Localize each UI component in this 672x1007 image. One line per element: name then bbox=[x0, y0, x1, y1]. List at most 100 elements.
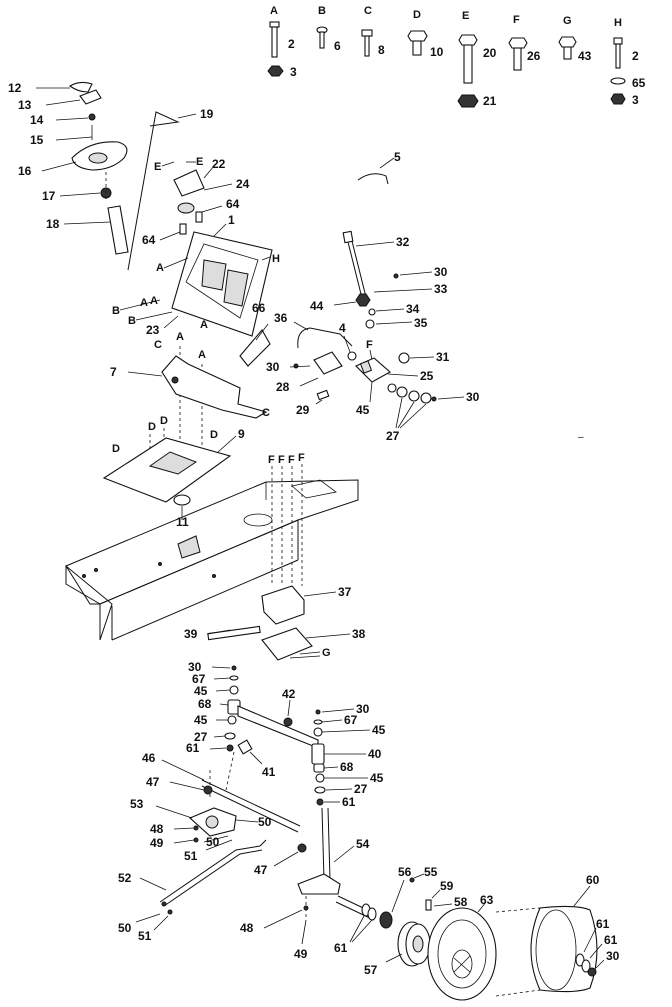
spacer-27c bbox=[314, 786, 326, 794]
letter-f-3: F bbox=[278, 454, 285, 466]
callout-45b: 45 bbox=[194, 684, 208, 698]
spacer-27b bbox=[224, 732, 236, 740]
callout-47b: 47 bbox=[254, 863, 268, 877]
callout-64a: 64 bbox=[226, 197, 240, 211]
letter-b-2: B bbox=[128, 315, 136, 327]
key-part-g-bolt: 43 bbox=[578, 49, 592, 63]
callout-23: 23 bbox=[146, 323, 160, 337]
clip-5 bbox=[357, 173, 389, 185]
callout-57: 57 bbox=[364, 963, 378, 977]
callout-47a: 47 bbox=[146, 775, 160, 789]
callout-40: 40 bbox=[368, 747, 382, 761]
valve-59 bbox=[425, 899, 432, 911]
bracket-38 bbox=[261, 627, 313, 661]
washer-h bbox=[610, 77, 626, 85]
callout-67b: 67 bbox=[344, 713, 358, 727]
bolt-h-shank bbox=[615, 43, 621, 69]
console-assembly: 19 E E 22 24 64 64 1 H A B A B A A 23 bbox=[112, 107, 280, 337]
letter-d-2: D bbox=[148, 421, 156, 433]
callout-37: 37 bbox=[338, 585, 352, 599]
link-nut bbox=[283, 717, 293, 727]
key-letter-h: H bbox=[614, 17, 622, 29]
plate-cutout bbox=[148, 451, 198, 475]
callout-45e: 45 bbox=[370, 771, 384, 785]
bolt-e-head bbox=[458, 34, 478, 46]
tie-rod-46 bbox=[201, 779, 301, 827]
key-letter-c: C bbox=[364, 5, 372, 17]
callout-24: 24 bbox=[236, 177, 250, 191]
drag-link-42 bbox=[237, 705, 319, 749]
key-part-h-bolt: 2 bbox=[632, 49, 639, 63]
callout-30a: 30 bbox=[434, 265, 448, 279]
cap-insert bbox=[79, 89, 102, 105]
letter-g: G bbox=[322, 647, 331, 659]
callout-61b: 61 bbox=[342, 795, 356, 809]
spacer-27b bbox=[408, 390, 420, 402]
callout-29: 29 bbox=[296, 403, 310, 417]
key-part-b-bolt: 6 bbox=[334, 39, 341, 53]
washer-4 bbox=[347, 351, 357, 361]
nut-47b bbox=[297, 843, 307, 853]
callout-46: 46 bbox=[142, 751, 156, 765]
bolt-d-shank bbox=[412, 40, 422, 56]
bolt-39 bbox=[207, 625, 261, 641]
key-part-e-nut: 21 bbox=[483, 94, 497, 108]
bolt-c-head bbox=[361, 29, 373, 37]
steering-shaft-sleeve bbox=[107, 205, 129, 255]
nut-47a bbox=[203, 785, 213, 795]
bolt-c-shank bbox=[364, 35, 370, 57]
frame-assembly: F F F F 37 39 38 G bbox=[65, 452, 366, 661]
letter-a-2: A bbox=[140, 297, 148, 309]
shift-rod bbox=[347, 241, 363, 299]
callout-33: 33 bbox=[434, 282, 448, 296]
shift-lever-assembly: 5 32 30 33 44 34 35 36 4 F 25 31 bbox=[266, 150, 480, 443]
callout-53: 53 bbox=[130, 797, 144, 811]
fitting-55 bbox=[409, 877, 415, 883]
callout-30c: 30 bbox=[466, 390, 480, 404]
callout-50b: 50 bbox=[206, 835, 220, 849]
bolt-h-head bbox=[613, 37, 623, 45]
letter-a-3: A bbox=[150, 295, 158, 307]
bolt-f-head bbox=[508, 37, 528, 49]
callout-9: 9 bbox=[238, 427, 245, 441]
letter-a-6: A bbox=[198, 349, 206, 361]
nut-e bbox=[457, 94, 479, 108]
pin-30a bbox=[393, 273, 399, 279]
block-insert bbox=[359, 360, 373, 374]
pin-30d bbox=[231, 665, 237, 671]
tire-60 bbox=[530, 905, 598, 993]
dash-panel-inner bbox=[185, 243, 259, 319]
callout-4: 4 bbox=[339, 321, 346, 335]
nut-h bbox=[610, 93, 626, 105]
letter-f-1: F bbox=[366, 339, 373, 351]
stray-mark: – bbox=[578, 432, 584, 443]
bolt-a-head bbox=[269, 21, 280, 28]
spacer-27a bbox=[396, 386, 408, 398]
key-letter-a: A bbox=[270, 5, 278, 17]
nut-a bbox=[267, 65, 284, 77]
letter-d-4: D bbox=[210, 429, 218, 441]
key-letter-b: B bbox=[318, 5, 326, 17]
key-letter-g: G bbox=[563, 15, 572, 27]
bolt-a-shank bbox=[271, 26, 278, 58]
callout-64b: 64 bbox=[142, 233, 156, 247]
callout-45c: 45 bbox=[194, 713, 208, 727]
pin-30c bbox=[431, 396, 437, 402]
clip-64b bbox=[179, 223, 187, 235]
callout-58: 58 bbox=[454, 895, 468, 909]
shift-block-25 bbox=[355, 357, 391, 383]
callout-30e: 30 bbox=[356, 702, 370, 716]
callout-56: 56 bbox=[398, 865, 412, 879]
letter-f-2: F bbox=[268, 454, 275, 466]
washer-34 bbox=[368, 308, 376, 316]
callout-63: 63 bbox=[480, 893, 494, 907]
bolt-d-head bbox=[407, 30, 428, 42]
letter-e-1: E bbox=[154, 161, 161, 173]
ring-61e bbox=[581, 959, 591, 973]
support-bracket-group: C A A 7 C 66 D D D D 9 11 bbox=[102, 301, 271, 529]
bushing-68b bbox=[313, 763, 325, 773]
bolt-e-shank bbox=[463, 44, 473, 84]
nut-49a bbox=[193, 837, 199, 843]
steering-linkage: 30 67 45 68 45 27 61 42 30 67 45 bbox=[118, 660, 386, 961]
